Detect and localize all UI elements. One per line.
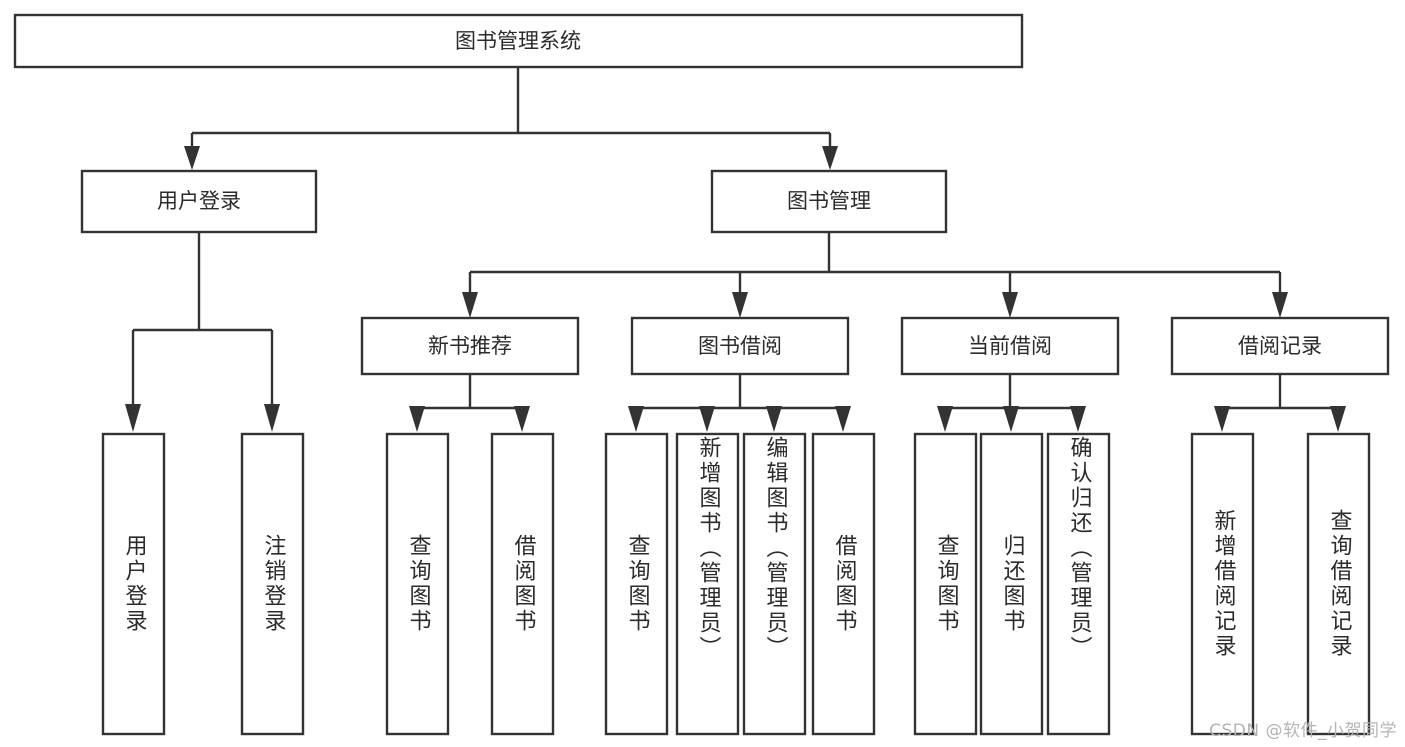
node-new-book-recommend-label: 新书推荐 xyxy=(428,334,512,358)
leaf-box-new-book-query[interactable] xyxy=(385,432,450,736)
node-borrow-record-label: 借阅记录 xyxy=(1238,334,1322,358)
leaf-box-new-book-borrow[interactable] xyxy=(490,432,555,736)
connector-book-manage-to-level3 xyxy=(462,232,1288,318)
connector-user-login-to-leaves xyxy=(125,232,280,432)
leaf-box-record-add[interactable] xyxy=(1190,432,1255,736)
node-root-system[interactable]: 图书管理系统 xyxy=(13,13,1024,69)
connector-borrow-record-to-leaves xyxy=(1214,374,1346,432)
connector-new-book-to-leaves xyxy=(409,374,530,432)
leaf-box-user-login-login[interactable] xyxy=(101,432,166,736)
leaf-box-record-query[interactable] xyxy=(1306,432,1371,736)
leaf-box-current-return[interactable] xyxy=(979,432,1044,736)
leaf-box-user-login-logout[interactable] xyxy=(240,432,305,736)
leaf-box-borrow-query[interactable] xyxy=(604,432,669,736)
connector-root-to-level2 xyxy=(184,67,838,170)
node-book-borrow-label: 图书借阅 xyxy=(698,334,782,358)
leaf-box-borrow-borrow[interactable] xyxy=(811,432,876,736)
leaf-box-borrow-add[interactable] xyxy=(675,432,740,736)
node-borrow-record[interactable]: 借阅记录 xyxy=(1170,316,1390,376)
leaf-box-current-confirm[interactable] xyxy=(1046,432,1111,736)
node-new-book-recommend[interactable]: 新书推荐 xyxy=(360,316,580,376)
node-book-borrow[interactable]: 图书借阅 xyxy=(630,316,850,376)
leaf-box-current-query[interactable] xyxy=(913,432,978,736)
connector-current-borrow-to-leaves xyxy=(937,374,1086,432)
node-current-borrow[interactable]: 当前借阅 xyxy=(900,316,1120,376)
node-current-borrow-label: 当前借阅 xyxy=(968,334,1052,358)
leaf-box-borrow-edit[interactable] xyxy=(742,432,807,736)
node-book-manage[interactable]: 图书管理 xyxy=(710,169,948,234)
connector-book-borrow-to-leaves xyxy=(628,374,851,432)
node-root-label: 图书管理系统 xyxy=(455,29,581,53)
node-user-login-label: 用户登录 xyxy=(157,189,241,213)
csdn-watermark: CSDN @软件_小贺同学 xyxy=(1209,721,1397,741)
node-book-manage-label: 图书管理 xyxy=(787,189,871,213)
node-user-login[interactable]: 用户登录 xyxy=(80,169,318,234)
